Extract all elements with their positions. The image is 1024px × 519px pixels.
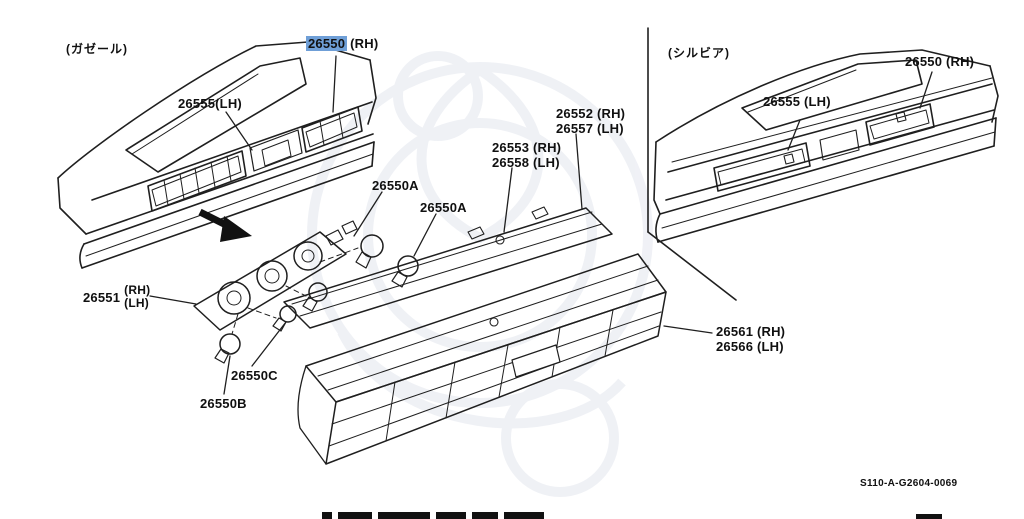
- part-number-26551[interactable]: 26551: [83, 289, 121, 305]
- arrow-icon: [198, 208, 252, 242]
- watermark: [307, 51, 653, 497]
- exploded-assembly: [193, 206, 667, 465]
- section-label-gazelle: (ガゼール): [66, 42, 128, 56]
- cropped-bottom-text: [322, 512, 942, 519]
- drawing-code: S110-A-G2604-0069: [860, 478, 958, 489]
- part-sides-26551: (RH) (LH): [124, 284, 150, 310]
- part-label-26550b[interactable]: 26550B: [200, 396, 247, 411]
- part-side-lh: (LH): [124, 296, 149, 310]
- part-label-26550-silvia[interactable]: 26550 (RH): [905, 54, 975, 69]
- part-label-26550-gazelle[interactable]: 26550(RH): [306, 36, 378, 51]
- part-label-26550a-upper[interactable]: 26550A: [372, 178, 419, 193]
- part-number-26561[interactable]: 26561 (RH): [716, 324, 786, 339]
- backup-lamp-window: [511, 344, 561, 378]
- part-label-26561-26566[interactable]: 26561 (RH) 26566 (LH): [716, 324, 785, 354]
- part-label-26550a-lower[interactable]: 26550A: [420, 200, 467, 215]
- leader-lines: [149, 55, 933, 395]
- part-side-rh: (RH): [350, 36, 379, 51]
- part-label-26550c[interactable]: 26550C: [231, 368, 278, 383]
- part-side-rh: (RH): [124, 283, 151, 297]
- part-label-26553-26558[interactable]: 26553 (RH) 26558 (LH): [492, 140, 561, 170]
- part-number-26553[interactable]: 26553 (RH): [492, 140, 562, 155]
- car-silvia: [653, 49, 999, 243]
- part-number-26558[interactable]: 26558 (LH): [492, 155, 560, 170]
- part-label-26555-gazelle[interactable]: 26555(LH): [178, 96, 242, 111]
- section-label-silvia: (シルビア): [668, 46, 730, 60]
- highlighted-part-number[interactable]: 26550: [306, 36, 348, 51]
- part-number-26566[interactable]: 26566 (LH): [716, 339, 784, 354]
- part-label-26552-26557[interactable]: 26552 (RH) 26557 (LH): [556, 106, 625, 136]
- bulb-26550a-2: [391, 255, 419, 288]
- part-label-26551[interactable]: 26551 (RH) (LH): [83, 284, 150, 310]
- car-gazelle: [57, 41, 377, 269]
- bulb-small-1: [302, 282, 328, 312]
- part-number-26557[interactable]: 26557 (LH): [556, 121, 624, 136]
- section-border: [647, 27, 737, 301]
- bulb-26550b: [214, 333, 241, 364]
- part-number-26552[interactable]: 26552 (RH): [556, 106, 626, 121]
- bulb-26550a-1: [355, 234, 384, 269]
- part-label-26555-silvia[interactable]: 26555 (LH): [763, 94, 831, 109]
